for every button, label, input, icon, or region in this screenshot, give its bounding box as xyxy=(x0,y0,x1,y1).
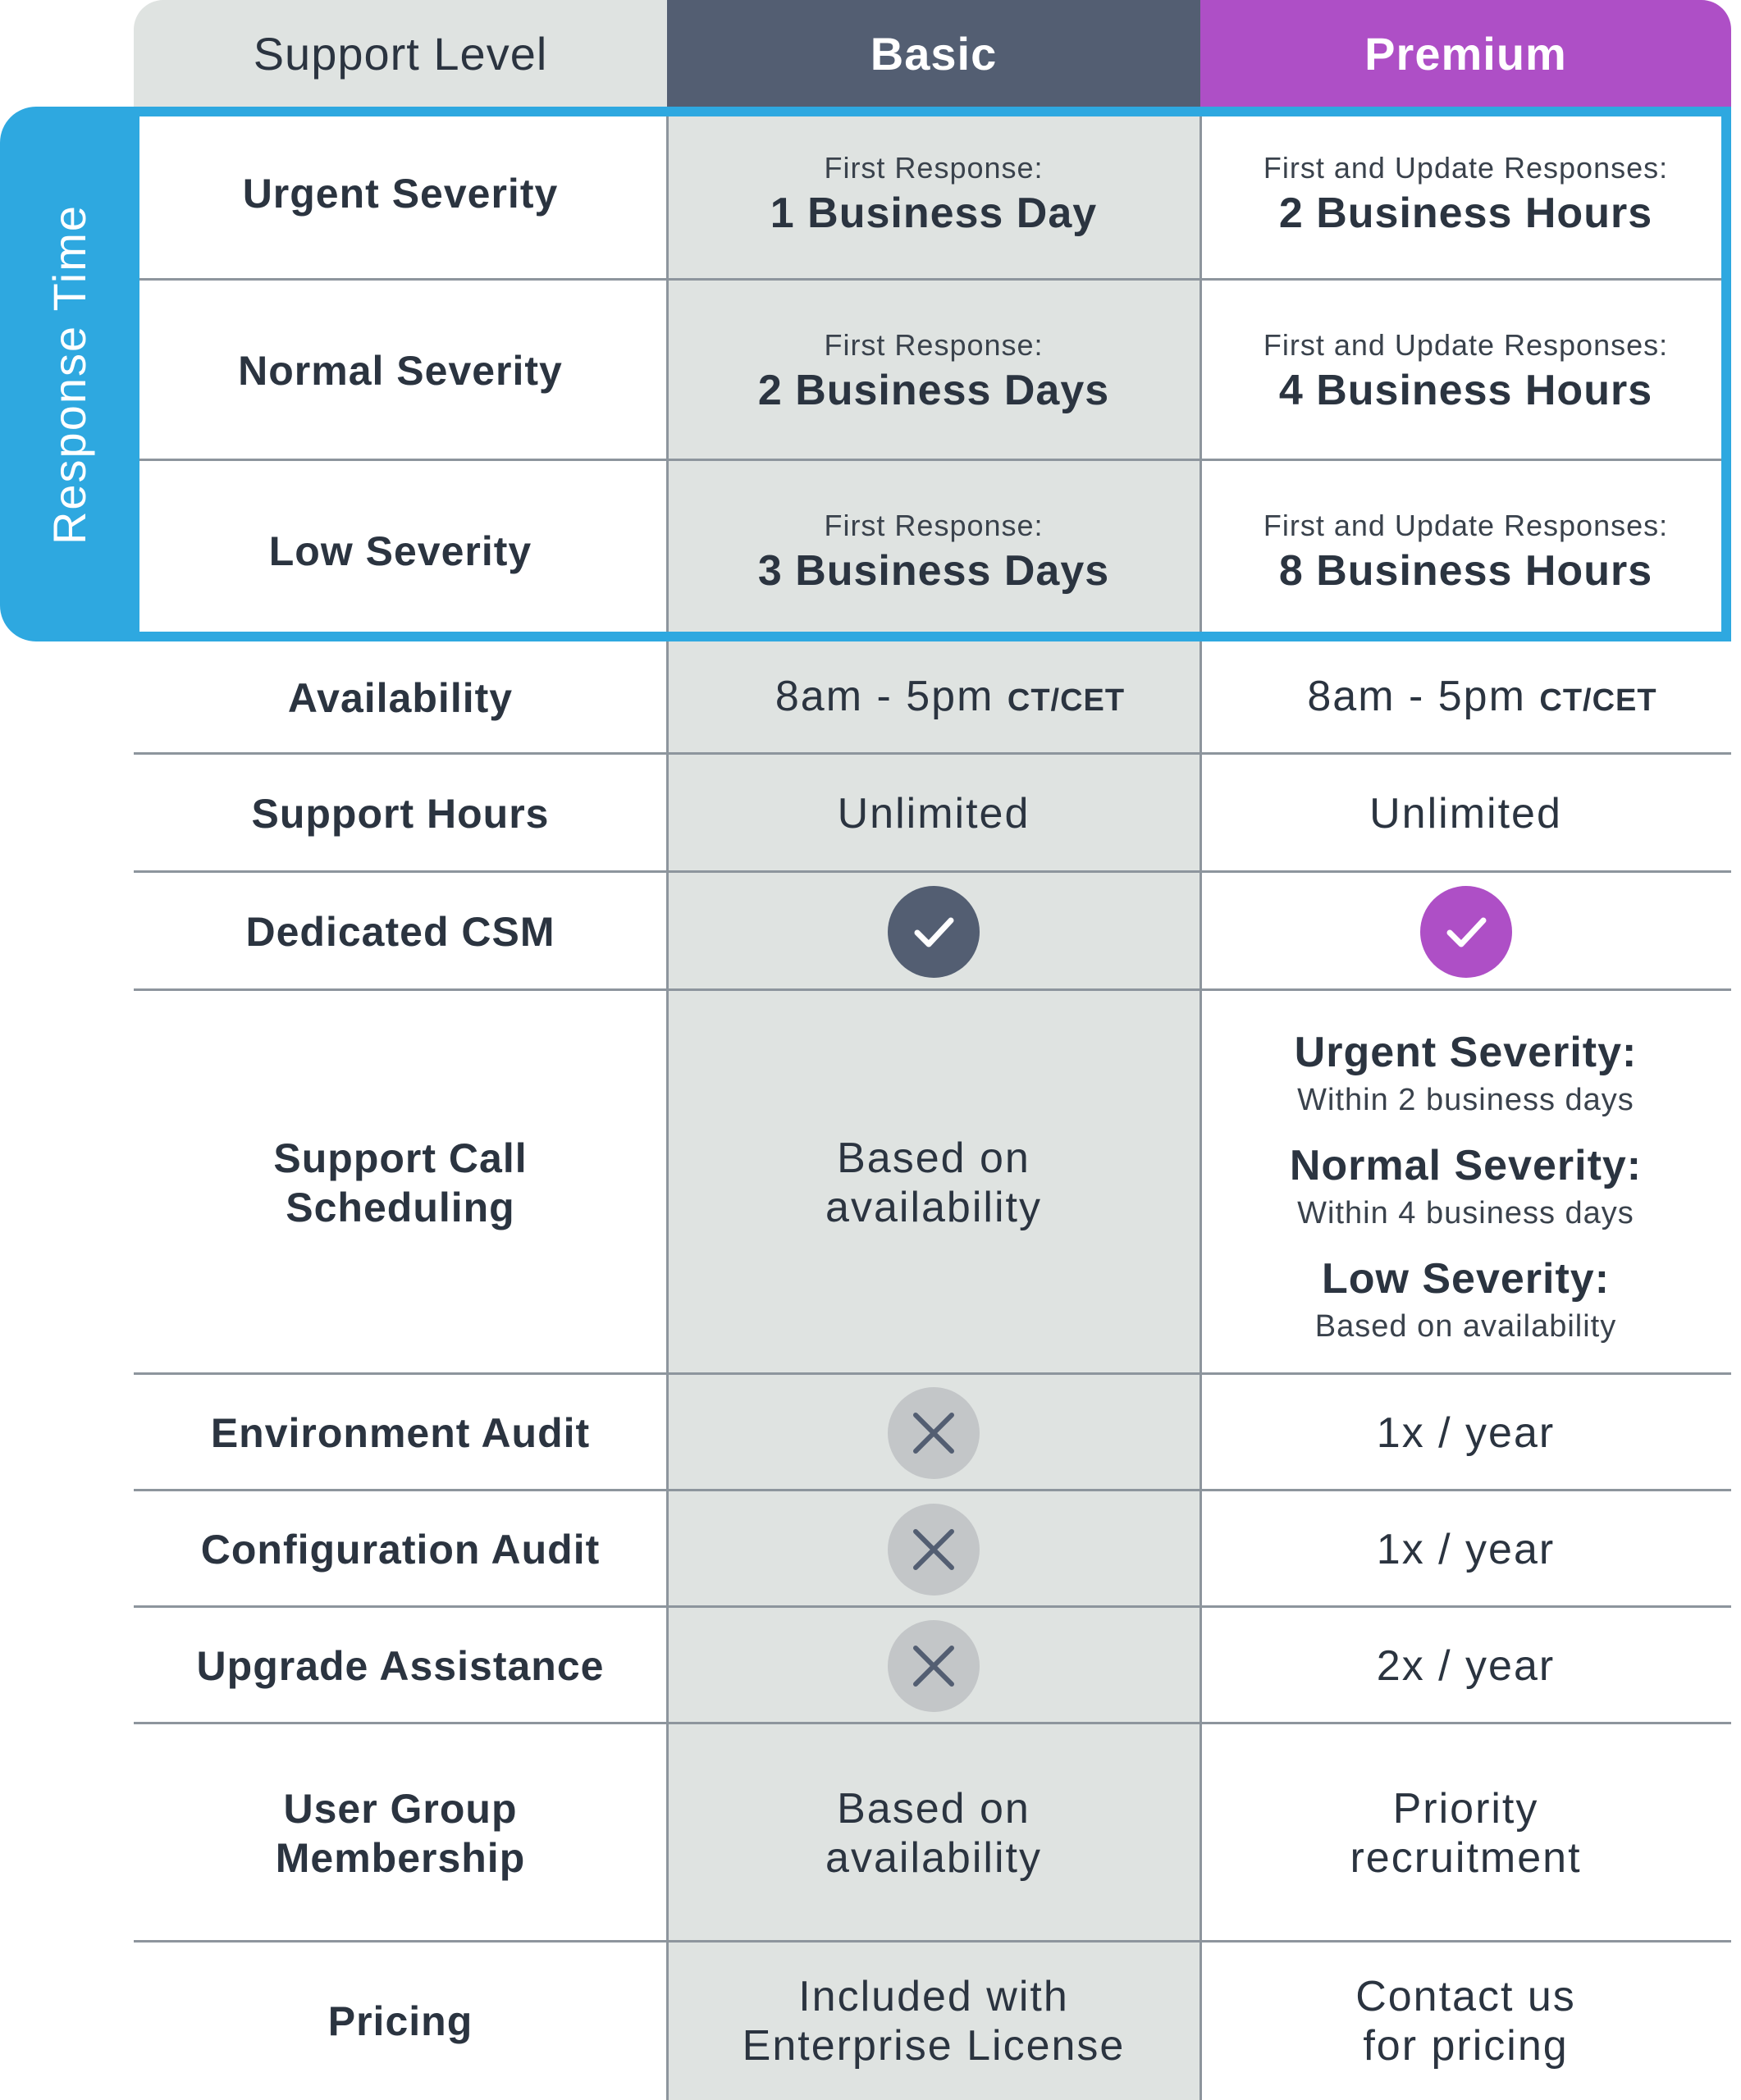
row-dedicated-csm: Dedicated CSM xyxy=(134,873,1731,991)
premium-column-bg xyxy=(1200,0,1731,2100)
column-divider xyxy=(1200,107,1202,2100)
basic-response-caption: First Response: xyxy=(824,328,1044,362)
premium-call-heading: Low Severity: xyxy=(1321,1255,1611,1303)
x-icon xyxy=(888,1387,980,1479)
support-comparison-table: Support Level Basic Premium Urgent Sever… xyxy=(134,0,1731,2100)
premium-audit-frequency: 2x / year xyxy=(1376,1642,1556,1690)
basic-response-value: 1 Business Day xyxy=(770,189,1098,237)
label-column-bg xyxy=(134,0,667,2100)
basic-user-group-line1: Based on xyxy=(837,1785,1030,1833)
row-environment-audit: Environment Audit 1x / year xyxy=(134,1375,1731,1491)
row-label: Upgrade Assistance xyxy=(196,1643,605,1689)
basic-response-value: 2 Business Days xyxy=(757,367,1110,414)
row-label-line2: Scheduling xyxy=(286,1185,515,1230)
row-label: Low Severity xyxy=(268,528,532,574)
premium-call-detail: Within 4 business days xyxy=(1297,1196,1634,1230)
row-label: Pricing xyxy=(327,1998,473,2044)
premium-response-value: 8 Business Hours xyxy=(1278,547,1653,595)
premium-call-detail: Based on availability xyxy=(1314,1309,1617,1344)
basic-pricing-line1: Included with xyxy=(798,1973,1069,2020)
premium-response-caption: First and Update Responses: xyxy=(1263,151,1669,185)
premium-user-group-line1: Priority xyxy=(1392,1785,1539,1833)
row-availability: Availability 8am - 5pm CT/CET 8am - 5pm … xyxy=(134,641,1731,755)
row-low-severity: Low Severity First Response: 3 Business D… xyxy=(134,461,1731,641)
response-time-band xyxy=(0,107,139,641)
premium-call-heading: Urgent Severity: xyxy=(1294,1029,1638,1076)
row-support-hours: Support Hours Unlimited Unlimited xyxy=(134,755,1731,873)
premium-pricing-line1: Contact us xyxy=(1355,1973,1576,2020)
premium-audit-frequency: 1x / year xyxy=(1376,1526,1556,1573)
row-configuration-audit: Configuration Audit 1x / year xyxy=(134,1491,1731,1608)
premium-response-caption: First and Update Responses: xyxy=(1263,328,1669,362)
header-basic: Basic xyxy=(667,0,1200,107)
column-divider xyxy=(666,107,669,2100)
row-upgrade-assistance: Upgrade Assistance 2x / year xyxy=(134,1608,1731,1724)
x-icon xyxy=(888,1504,980,1596)
check-icon xyxy=(1419,886,1512,978)
x-icon xyxy=(888,1620,980,1712)
premium-call-heading: Normal Severity: xyxy=(1289,1142,1643,1189)
row-label-line1: Support Call xyxy=(273,1135,528,1181)
row-support-call-scheduling: Support Call Scheduling Based on availab… xyxy=(134,991,1731,1375)
row-label-line2: Membership xyxy=(275,1835,526,1881)
response-time-label: Response Time xyxy=(43,203,96,545)
premium-response-caption: First and Update Responses: xyxy=(1263,509,1669,542)
row-label: Urgent Severity xyxy=(242,171,559,217)
row-normal-severity: Normal Severity First Response: 2 Busines… xyxy=(134,281,1731,461)
row-label: Configuration Audit xyxy=(200,1527,601,1573)
premium-availability: 8am - 5pm CT/CET xyxy=(1307,672,1657,720)
basic-call-line2: availability xyxy=(825,1184,1042,1231)
basic-column-bg xyxy=(667,0,1200,2100)
basic-response-caption: First Response: xyxy=(824,151,1044,185)
premium-user-group-line2: recruitment xyxy=(1350,1834,1582,1882)
basic-pricing-line2: Enterprise License xyxy=(742,2022,1126,2070)
premium-audit-frequency: 1x / year xyxy=(1376,1409,1556,1457)
row-pricing: Pricing Included with Enterprise License… xyxy=(134,1942,1731,2100)
row-label: Dedicated CSM xyxy=(245,909,555,955)
check-icon xyxy=(888,886,980,978)
basic-support-hours: Unlimited xyxy=(837,790,1030,838)
row-label: Environment Audit xyxy=(210,1410,591,1456)
header-premium: Premium xyxy=(1200,0,1731,107)
basic-user-group-line2: availability xyxy=(825,1834,1042,1882)
premium-call-detail: Within 2 business days xyxy=(1297,1083,1634,1117)
basic-response-value: 3 Business Days xyxy=(757,547,1110,595)
basic-call-line1: Based on xyxy=(837,1134,1030,1182)
header-support-level: Support Level xyxy=(134,0,667,107)
row-user-group-membership: User Group Membership Based on availabil… xyxy=(134,1724,1731,1942)
row-label: Support Hours xyxy=(251,791,550,837)
basic-availability: 8am - 5pm CT/CET xyxy=(775,672,1126,720)
row-urgent-severity: Urgent Severity First Response: 1 Busines… xyxy=(134,107,1731,281)
premium-support-hours: Unlimited xyxy=(1369,790,1562,838)
premium-response-value: 2 Business Hours xyxy=(1278,189,1653,237)
basic-response-caption: First Response: xyxy=(824,509,1044,542)
premium-response-value: 4 Business Hours xyxy=(1278,367,1653,414)
premium-pricing-line2: for pricing xyxy=(1363,2022,1569,2070)
row-label: Normal Severity xyxy=(238,348,563,394)
row-label-line1: User Group xyxy=(283,1786,518,1832)
row-label: Availability xyxy=(287,675,514,721)
